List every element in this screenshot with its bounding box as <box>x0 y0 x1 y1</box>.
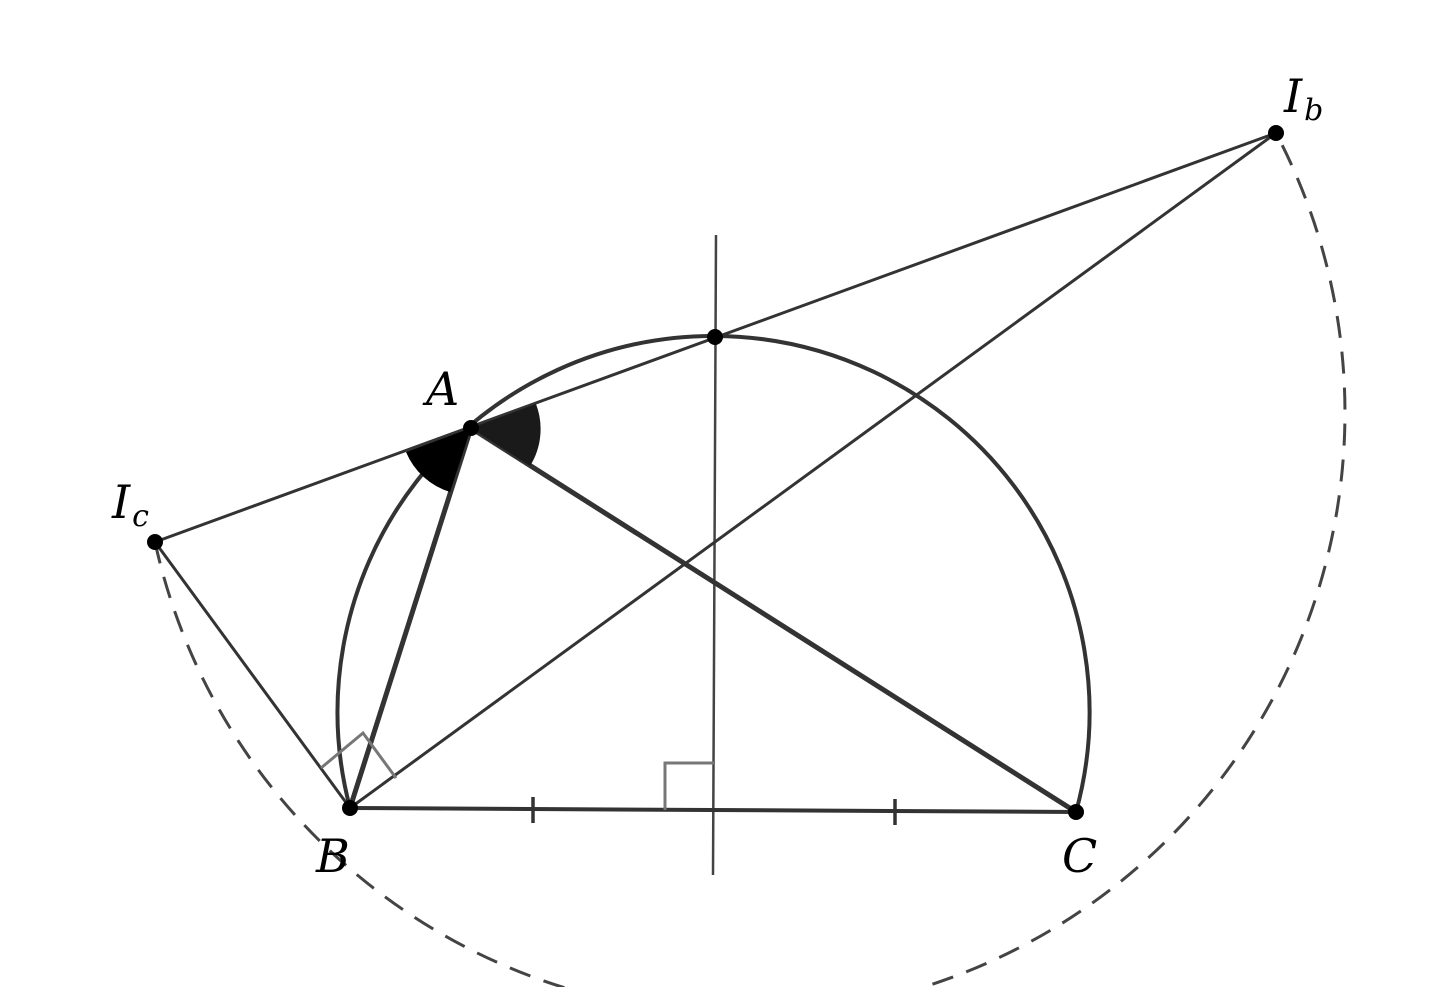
label-ic: Ic <box>111 475 149 534</box>
label-ib-main: I <box>1283 69 1303 123</box>
point-c <box>1068 804 1084 820</box>
point-arc-midpoint <box>707 329 723 345</box>
point-ib <box>1268 125 1284 141</box>
label-ib: Ib <box>1283 69 1323 128</box>
side-ac <box>469 425 1078 815</box>
side-ab <box>347 427 474 809</box>
point-ic <box>147 534 163 550</box>
label-ic-sub: c <box>132 499 149 534</box>
side-bc <box>349 806 1077 814</box>
right-angle-mark-b <box>320 730 398 779</box>
dashed-circle-arc <box>153 132 1347 987</box>
angle-mark-a-left <box>406 428 471 492</box>
point-b <box>342 800 358 816</box>
segment-b-ic <box>153 541 352 809</box>
label-ic-main: I <box>111 475 131 529</box>
label-a: A <box>422 362 459 416</box>
label-ib-sub: b <box>1304 93 1323 128</box>
right-angle-mark-midpoint <box>663 761 714 810</box>
segment-b-ib <box>349 131 1277 810</box>
label-b: B <box>315 829 350 883</box>
angle-mark-a-right <box>471 404 541 466</box>
label-c: C <box>1062 829 1097 883</box>
point-a <box>463 420 479 436</box>
